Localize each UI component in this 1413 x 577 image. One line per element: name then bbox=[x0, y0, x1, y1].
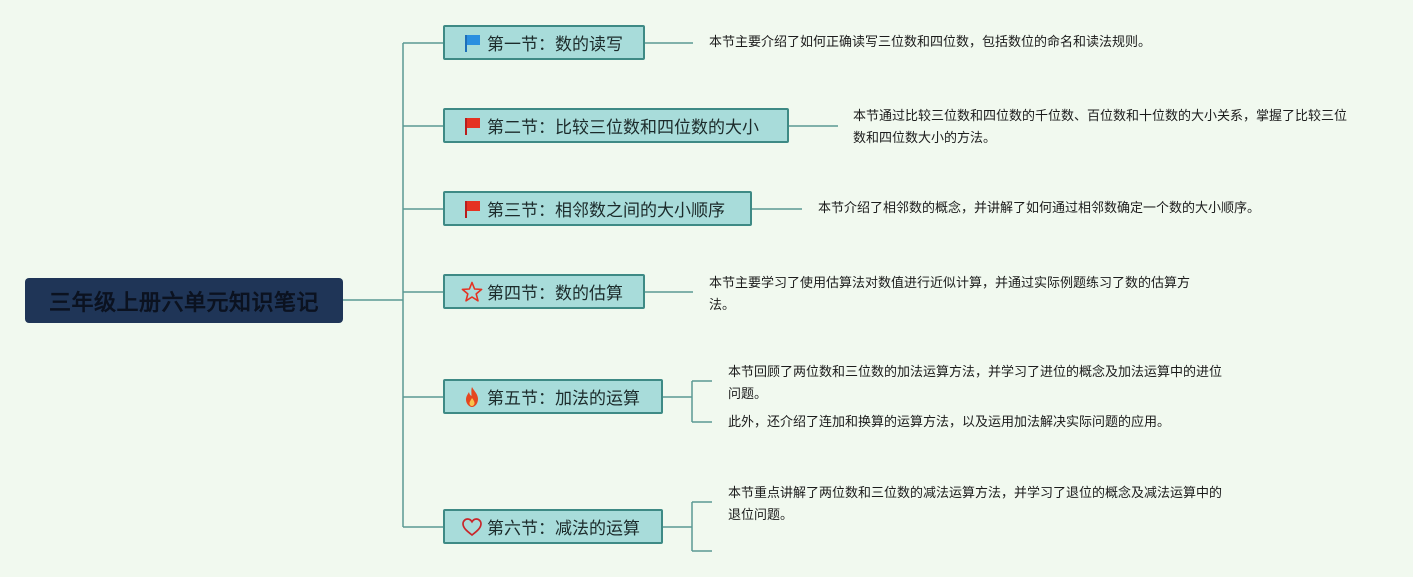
section-5-note-2: 此外，还介绍了连加和换算的运算方法，以及运用加法解决实际问题的应用。 bbox=[728, 415, 1171, 430]
red-flag-icon bbox=[461, 198, 483, 220]
section-1-title: 第一节：数的读写 bbox=[487, 35, 623, 55]
section-4-note: 本节主要学习了使用估算法对数值进行近似计算，并通过实际例题练习了数的估算方法。 bbox=[709, 276, 1191, 313]
red-flag-icon bbox=[461, 115, 483, 137]
section-1-node[interactable]: 第一节：数的读写 bbox=[443, 25, 645, 60]
section-3-note: 本节介绍了相邻数的概念，并讲解了如何通过相邻数确定一个数的大小顺序。 bbox=[818, 201, 1261, 216]
blue-flag-icon bbox=[461, 32, 483, 54]
section-1-note: 本节主要介绍了如何正确读写三位数和四位数，包括数位的命名和读法规则。 bbox=[709, 35, 1152, 50]
section-4-title: 第四节：数的估算 bbox=[487, 284, 623, 304]
section-2-node[interactable]: 第二节：比较三位数和四位数的大小 bbox=[443, 108, 789, 143]
section-3-title: 第三节：相邻数之间的大小顺序 bbox=[487, 201, 725, 221]
section-6-title: 第六节：减法的运算 bbox=[487, 519, 640, 539]
section-5-note-1: 本节回顾了两位数和三位数的加法运算方法，并学习了进位的概念及加法运算中的进位问题… bbox=[728, 365, 1223, 402]
section-5-node[interactable]: 第五节：加法的运算 bbox=[443, 379, 663, 414]
root-topic[interactable]: 三年级上册六单元知识笔记 bbox=[25, 278, 343, 323]
section-5-title: 第五节：加法的运算 bbox=[487, 389, 640, 409]
section-2-title: 第二节：比较三位数和四位数的大小 bbox=[487, 118, 759, 138]
heart-icon bbox=[461, 516, 483, 538]
fire-icon bbox=[461, 386, 483, 408]
section-3-node[interactable]: 第三节：相邻数之间的大小顺序 bbox=[443, 191, 752, 226]
section-6-note-1: 本节重点讲解了两位数和三位数的减法运算方法，并学习了退位的概念及减法运算中的退位… bbox=[728, 486, 1223, 523]
star-icon bbox=[461, 281, 483, 303]
section-6-node[interactable]: 第六节：减法的运算 bbox=[443, 509, 663, 544]
section-2-note: 本节通过比较三位数和四位数的千位数、百位数和十位数的大小关系，掌握了比较三位数和… bbox=[853, 109, 1348, 146]
section-4-node[interactable]: 第四节：数的估算 bbox=[443, 274, 645, 309]
